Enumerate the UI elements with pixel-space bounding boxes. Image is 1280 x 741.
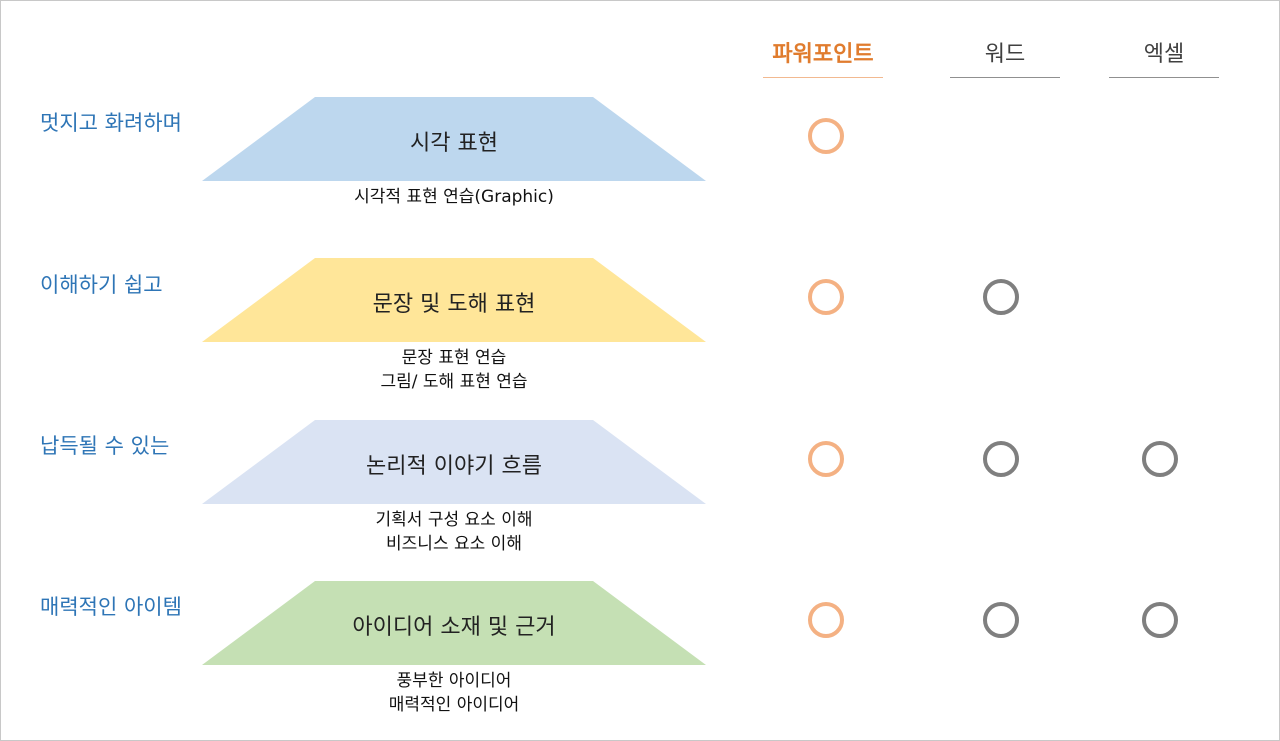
trapezoid-fill	[202, 258, 706, 342]
description-line: 시각적 표현 연습(Graphic)	[354, 187, 554, 207]
trapezoid-shape	[202, 581, 706, 665]
description-line: 풍부한 아이디어	[396, 671, 512, 691]
row-label-1: 이해하기 쉽고	[40, 273, 163, 297]
circle-mark-icon	[983, 441, 1019, 477]
trapezoid-fill	[202, 97, 706, 181]
trapezoid-shape	[202, 258, 706, 342]
circle-mark-icon	[808, 602, 844, 638]
trapezoid-2: 논리적 이야기 흐름	[202, 420, 706, 504]
circle-mark-icon	[808, 441, 844, 477]
column-header-label: 엑셀	[1143, 42, 1185, 67]
description-line: 매력적인 아이디어	[388, 695, 520, 715]
trapezoid-3: 아이디어 소재 및 근거	[202, 581, 706, 665]
circle-mark-icon	[1142, 441, 1178, 477]
trapezoid-title: 아이디어 소재 및 근거	[352, 615, 556, 640]
trapezoid-title: 시각 표현	[410, 131, 498, 156]
circle-mark-icon	[983, 602, 1019, 638]
column-header-underline	[1109, 77, 1219, 78]
circle-mark-icon	[1142, 602, 1178, 638]
row-label-3: 매력적인 아이템	[40, 595, 182, 619]
trapezoid-1: 문장 및 도해 표현	[202, 258, 706, 342]
trapezoid-title: 문장 및 도해 표현	[372, 292, 536, 317]
column-header-underline	[950, 77, 1060, 78]
row-label-0: 멋지고 화려하며	[40, 111, 182, 135]
trapezoid-shape	[202, 420, 706, 504]
circle-mark-icon	[983, 279, 1019, 315]
description-line: 그림/ 도해 표현 연습	[380, 372, 528, 392]
circle-mark-icon	[808, 118, 844, 154]
circle-mark-icon	[808, 279, 844, 315]
trapezoid-title: 논리적 이야기 흐름	[366, 454, 542, 479]
trapezoid-fill	[202, 581, 706, 665]
row-description: 시각적 표현 연습(Graphic)	[202, 185, 706, 209]
column-header-2: 엑셀	[1109, 40, 1219, 78]
column-header-0: 파워포인트	[763, 40, 883, 78]
trapezoid-shape	[202, 97, 706, 181]
description-line: 비즈니스 요소 이해	[386, 534, 522, 554]
column-header-label: 워드	[984, 42, 1026, 67]
description-line: 문장 표현 연습	[401, 348, 507, 368]
trapezoid-fill	[202, 420, 706, 504]
column-header-label: 파워포인트	[772, 42, 874, 67]
column-header-1: 워드	[950, 40, 1060, 78]
description-line: 기획서 구성 요소 이해	[375, 510, 533, 530]
trapezoid-0: 시각 표현	[202, 97, 706, 181]
row-label-2: 납득될 수 있는	[40, 434, 170, 458]
column-header-underline	[763, 77, 883, 78]
